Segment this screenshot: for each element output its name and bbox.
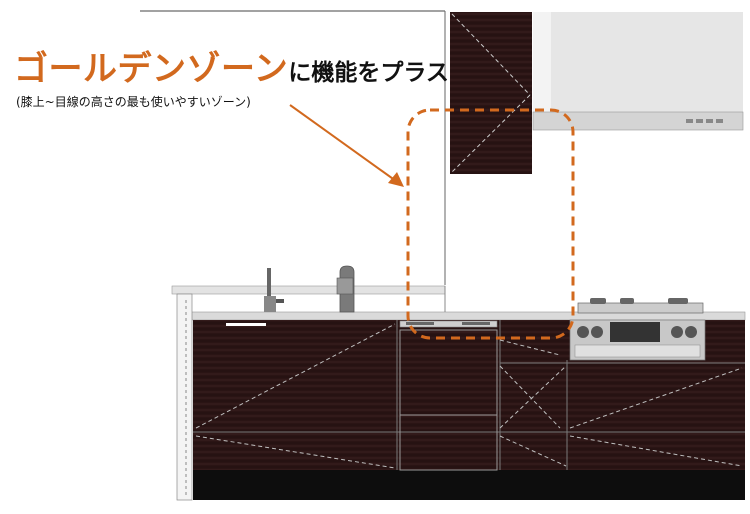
gas-stove-icon	[569, 298, 706, 361]
water-purifier-faucet-icon	[336, 265, 355, 313]
heading-suffix: に機能をプラス	[288, 60, 449, 86]
wall-cabinet	[450, 12, 532, 174]
range-hood-icon	[532, 12, 744, 131]
callout-arrow	[289, 104, 404, 187]
golden-zone-title: ゴールデンゾーン	[14, 49, 289, 89]
golden-zone-description: (膝上~目線の高さの最も使いやすいゾーン)	[16, 95, 251, 109]
side-panel	[176, 293, 193, 501]
faucet-icon	[264, 268, 284, 312]
dishwasher	[399, 320, 498, 471]
wall	[140, 10, 446, 285]
golden-zone-heading: ゴールデンゾーンに機能をプラス	[14, 52, 449, 86]
golden-zone-highlight	[406, 108, 575, 340]
